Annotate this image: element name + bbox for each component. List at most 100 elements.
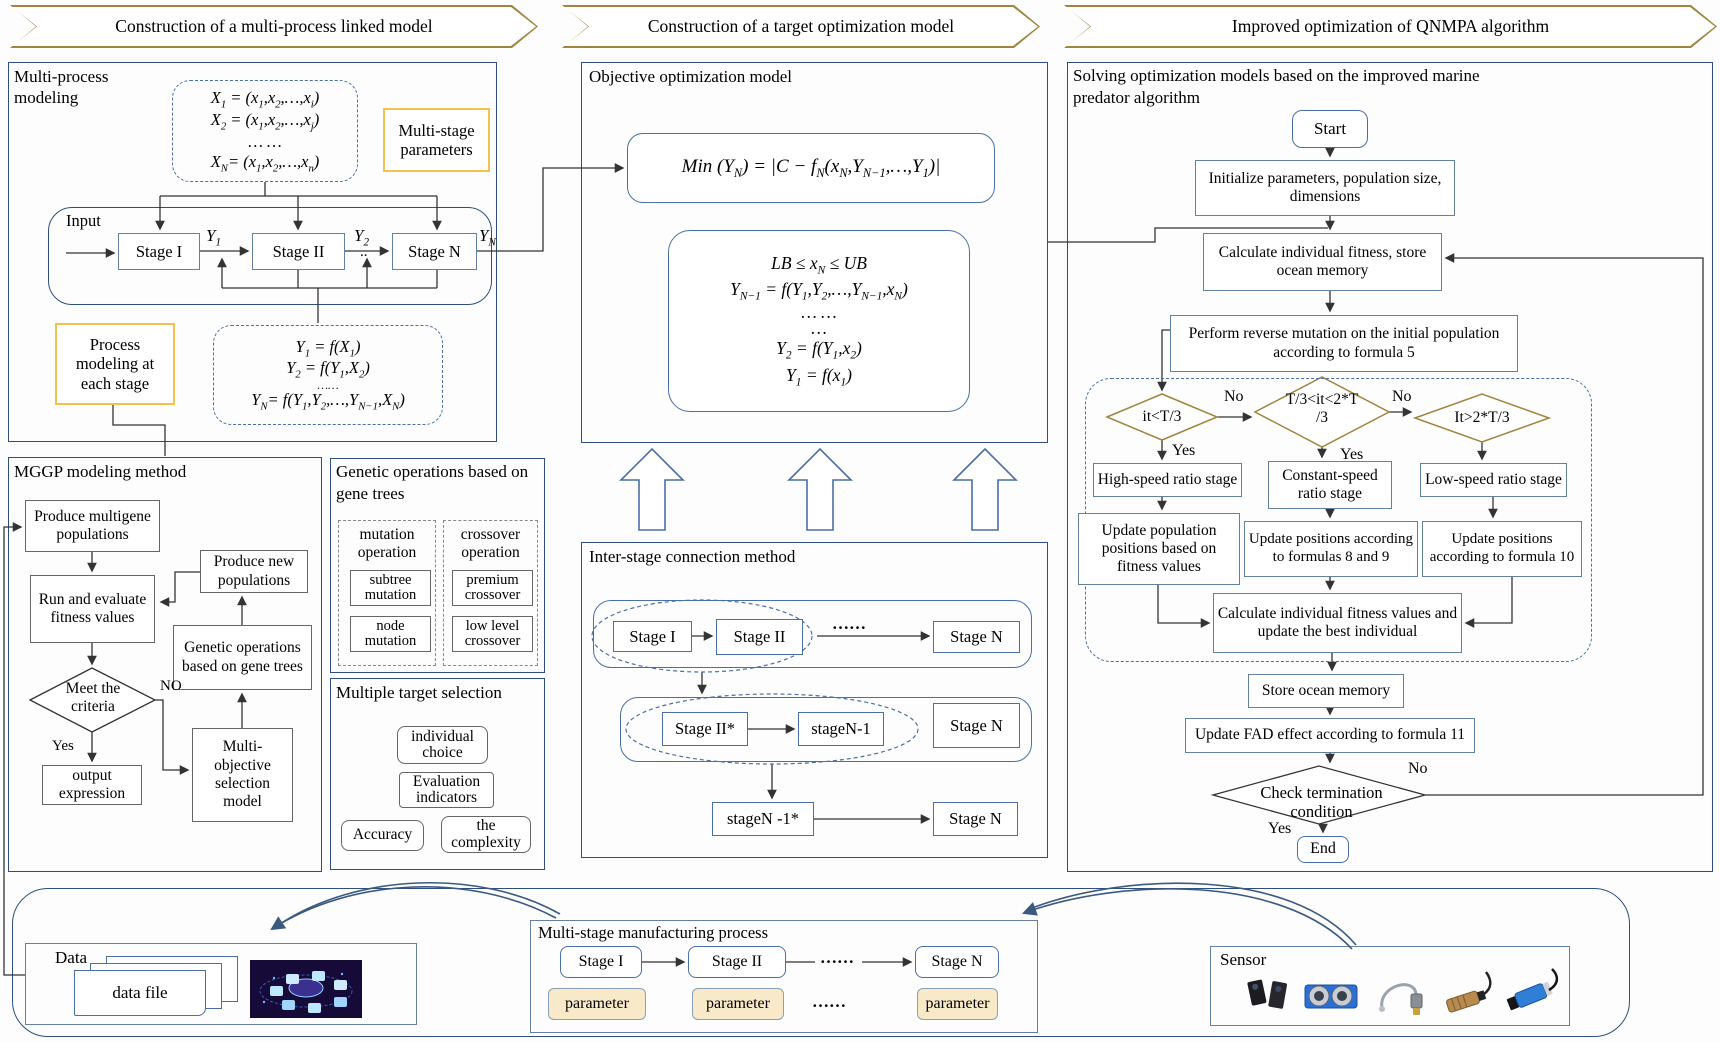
block-arrows-up xyxy=(619,447,1018,531)
input-vectors-formulas: X1 = (x1,x2,…,xi) X2 = (x1,x2,…,xj) … … … xyxy=(176,84,354,178)
stage-functions-formula-box xyxy=(213,325,443,425)
input-vectors-formula-box xyxy=(172,80,358,182)
dots-small: .. xyxy=(360,244,368,260)
genetic-operations-box: Genetic operations based on gene trees xyxy=(173,625,312,690)
constraints-box xyxy=(668,230,970,412)
no-label: NO xyxy=(160,678,182,694)
banner-fill xyxy=(1066,7,1715,46)
banner-fill xyxy=(564,7,1038,46)
formula-line: Y1 = f(X1) xyxy=(295,336,361,360)
constant-speed-box: Constant-speed ratio stage xyxy=(1268,461,1392,509)
check-termination-label: Check termination condition xyxy=(1260,783,1383,821)
multi-objective-box: Multi-objective selection model xyxy=(192,728,293,822)
formula-line: YN−1 = f(Y1,Y2,…,YN−1,xN) xyxy=(730,279,908,303)
banner-fill xyxy=(12,7,536,46)
row2-stage2star-box: Stage II* xyxy=(662,712,748,746)
row1-stage1-box: Stage I xyxy=(613,621,692,652)
low-speed-box: Low-speed ratio stage xyxy=(1420,463,1567,497)
mutation-operation-label: mutation operation xyxy=(357,526,417,561)
row2-stageN-box: Stage N xyxy=(933,703,1020,748)
formula-line: … … xyxy=(801,302,837,323)
formula-line: …… xyxy=(317,378,339,392)
yes-label-3: Yes xyxy=(1268,820,1292,837)
data-file-doc-front: data file xyxy=(74,970,206,1016)
block-arrow-1 xyxy=(619,447,685,531)
parameter-box-3: parameter xyxy=(917,988,998,1020)
panel-title-line2: gene trees xyxy=(336,484,405,503)
data-label: Data xyxy=(55,948,88,967)
min-formula: Min (YN) = |C − fN(xN,YN−1,…,Y1)| xyxy=(681,155,941,180)
data-box xyxy=(25,943,417,1025)
stage1-box: Stage I xyxy=(118,233,200,270)
accuracy-box: Accuracy xyxy=(341,820,424,851)
row1-stageN-box: Stage N xyxy=(933,621,1020,653)
inductive-proximity-sensor-icon xyxy=(1446,971,1492,1013)
panel-objective-optimization xyxy=(581,62,1048,443)
produce-new-box: Produce new populations xyxy=(200,550,308,593)
panel-genetic-operations xyxy=(330,458,545,673)
row1-stage2-box: Stage II xyxy=(716,619,803,655)
meet-criteria-label: Meet the criteria xyxy=(65,680,121,715)
update-formula10-box: Update positions according to formula 10 xyxy=(1422,521,1582,577)
photoelectric-sensor-icon xyxy=(1247,979,1288,1009)
panel-qnmpa-solver xyxy=(1067,62,1713,872)
row3-stageN1star-box: stageN -1* xyxy=(712,802,814,836)
y2-label: Y2 xyxy=(354,226,369,249)
min-formula-box: Min (YN) = |C − fN(xN,YN−1,…,Y1)| xyxy=(627,133,995,203)
complexity-box: the complexity xyxy=(441,816,531,853)
mutation-operation-group xyxy=(338,520,436,666)
input-label: Input xyxy=(66,211,101,230)
panel-interstage xyxy=(581,542,1048,858)
run-evaluate-box: Run and evaluate fitness values xyxy=(30,575,155,643)
no-label-1: No xyxy=(1224,388,1244,405)
yes-label: Yes xyxy=(52,738,74,754)
output-expression-box: output expression xyxy=(42,765,142,805)
update-fad-box: Update FAD effect according to formula 1… xyxy=(1185,718,1475,753)
produce-multigene-box: Produce multigene populations xyxy=(25,500,160,552)
premium-crossover-box: premium crossover xyxy=(452,570,533,606)
row3-stageN-box: Stage N xyxy=(933,802,1018,836)
stage2-box: Stage II xyxy=(252,233,345,270)
diamond2-label: T/3<it<2*T /3 xyxy=(1285,391,1359,426)
parameter-box-2: parameter xyxy=(692,988,784,1020)
node-mutation-box: node mutation xyxy=(350,616,431,652)
store-ocean-memory-box: Store ocean memory xyxy=(1248,674,1404,708)
yes-label-1: Yes xyxy=(1172,442,1196,459)
mfg-stage2-box: Stage II xyxy=(688,946,786,978)
block-arrow-2 xyxy=(787,447,853,531)
stage-functions-formulas: Y1 = f(X1) Y2 = f(Y1,X2) …… YN= f(Y1,Y2,… xyxy=(217,328,439,422)
process-modeling-box: Process modeling at each stage xyxy=(55,323,175,405)
banner-title: Construction of a target optimization mo… xyxy=(647,16,955,36)
formula-line: … xyxy=(811,318,827,338)
formula-line: Y2 = f(Y1,X2) xyxy=(286,358,370,381)
mfg-dots-bottom: …… xyxy=(812,992,846,1011)
calc-best-individual-box: Calculate individual fitness values and … xyxy=(1213,593,1462,653)
parameter-box-1: parameter xyxy=(548,988,646,1020)
banner-title: Construction of a multi-process linked m… xyxy=(115,16,433,36)
row2-stageN1-box: stageN-1 xyxy=(798,712,884,746)
banner-multiprocess: Construction of a multi-process linked m… xyxy=(10,5,538,48)
row1-dots: …… xyxy=(832,614,866,633)
individual-choice-box: individual choice xyxy=(397,726,488,764)
crossover-operation-label: crossover operation xyxy=(460,526,521,561)
evaluation-indicators-box: Evaluation indicators xyxy=(399,772,494,808)
formula-line: LB ≤ xN ≤ UB xyxy=(771,252,867,277)
mfg-dots-top: …… xyxy=(820,948,854,967)
start-node: Start xyxy=(1292,110,1368,148)
update-formulas89-box: Update positions according to formulas 8… xyxy=(1244,521,1418,577)
formula-line: XN= (x1,x2,…,xn) xyxy=(210,152,320,175)
stages-container xyxy=(48,207,492,305)
yn-label: YN xyxy=(479,226,496,249)
reverse-mutation-box: Perform reverse mutation on the initial … xyxy=(1170,315,1518,372)
manufacturing-box xyxy=(530,920,1038,1033)
no-label-2: No xyxy=(1392,388,1412,405)
yes-label-2: Yes xyxy=(1340,446,1364,463)
mfg-stage1-box: Stage I xyxy=(560,946,642,978)
high-speed-box: High-speed ratio stage xyxy=(1093,463,1242,497)
sensor-label: Sensor xyxy=(1220,950,1267,969)
formula-line: X1 = (x1,x2,…,xi) xyxy=(210,87,320,110)
diamond3-label: It>2*T/3 xyxy=(1454,409,1510,426)
formula-line: … … xyxy=(248,132,282,152)
data-file-stack: data file xyxy=(74,956,244,1020)
